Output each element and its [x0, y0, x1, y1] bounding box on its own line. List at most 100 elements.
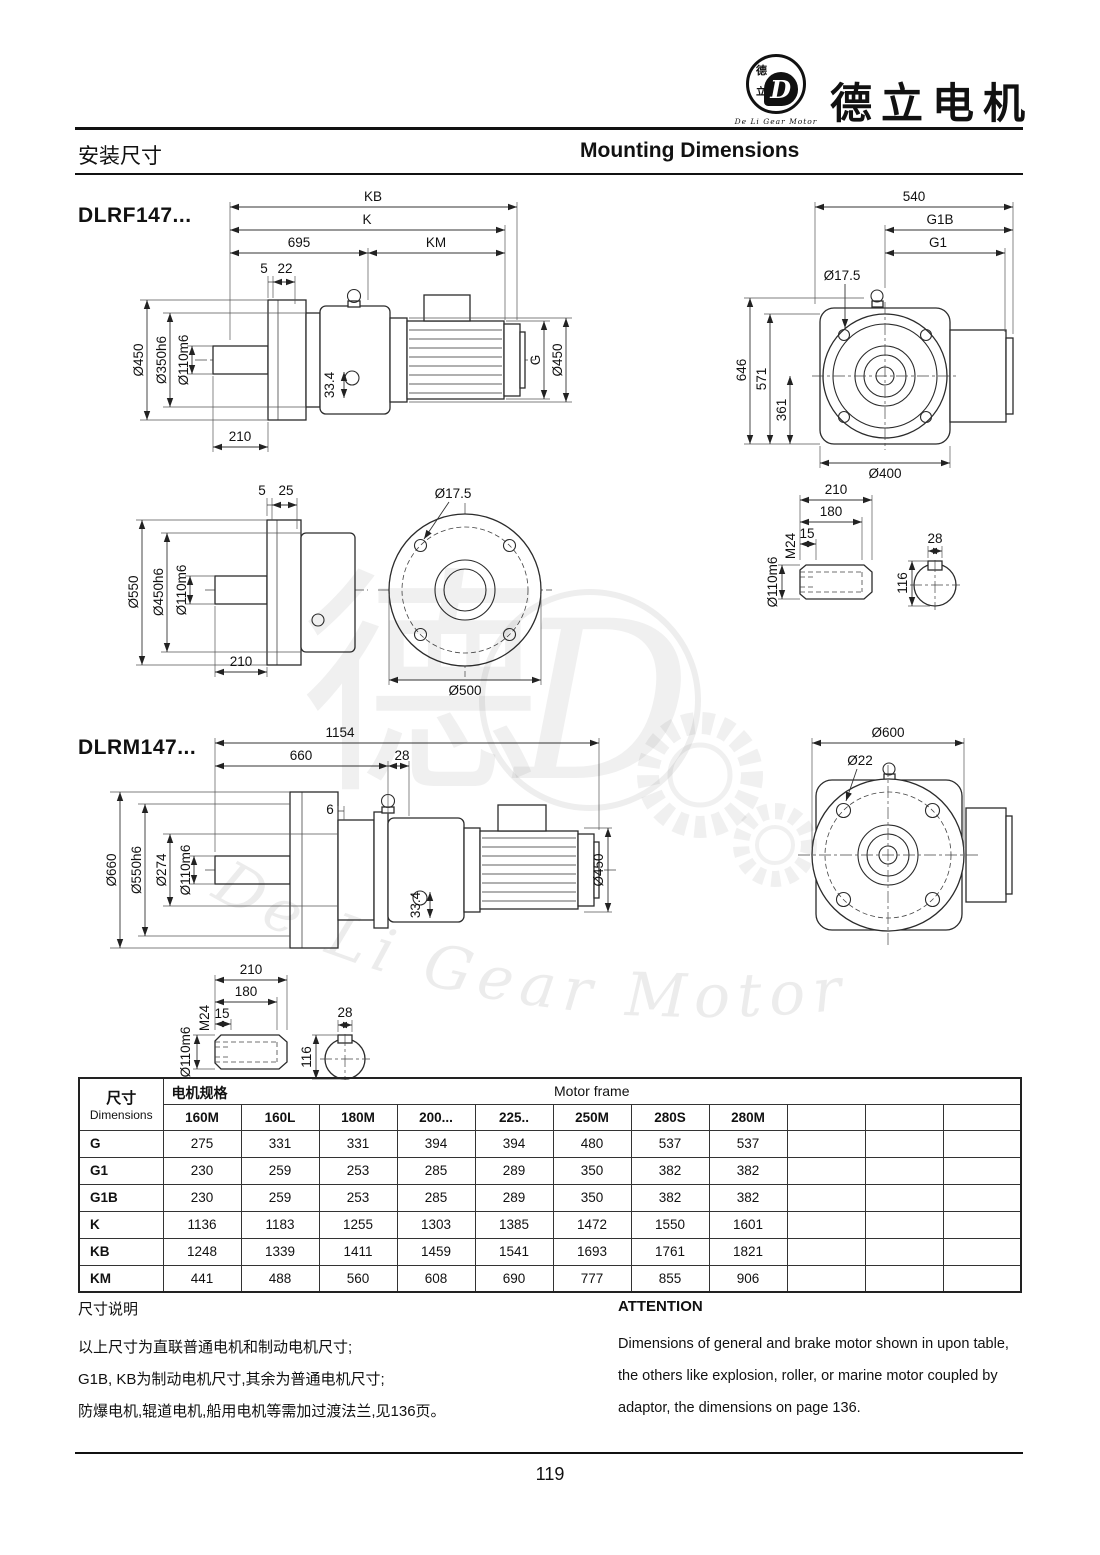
- dim-label: 22: [277, 261, 292, 276]
- dim-header-cn: 尺寸: [106, 1089, 137, 1107]
- dim-label: 33.4: [408, 891, 423, 918]
- dim-value: 285: [396, 1183, 476, 1212]
- notes-en-title: ATTENTION: [618, 1298, 703, 1315]
- dim-value: 1385: [474, 1210, 554, 1239]
- dim-value: 537: [708, 1129, 788, 1158]
- dim-value: 537: [630, 1129, 710, 1158]
- dim-label: Ø22: [847, 753, 873, 768]
- page-title-en: Mounting Dimensions: [580, 139, 800, 162]
- frame-size-col: 160M: [162, 1103, 242, 1131]
- dim-label: 540: [903, 189, 926, 204]
- brand-subtitle: De Li Gear Motor: [734, 117, 818, 126]
- dim-value: 855: [630, 1264, 710, 1293]
- dim-label: 210: [230, 654, 253, 669]
- frame-size-col: 250M: [552, 1103, 632, 1131]
- notes-cn-line: 以上尺寸为直联普通电机和制动电机尺寸;: [78, 1339, 353, 1356]
- dim-label: KB: [364, 189, 382, 204]
- dim-label: 660: [290, 748, 313, 763]
- dlrf-rear-view: 540 G1B G1 Ø17.5 646 571 361 Ø400: [734, 189, 1014, 481]
- dim-value: [942, 1210, 1022, 1239]
- logo-d-letter: D: [770, 75, 791, 104]
- dim-value: 394: [396, 1129, 476, 1158]
- notes-en: ATTENTION Dimensions of general and brak…: [618, 1298, 1028, 1424]
- dim-value: 690: [474, 1264, 554, 1293]
- dim-value: [864, 1264, 944, 1293]
- dlrf-flange-front-view: Ø17.5 Ø500: [378, 486, 552, 698]
- dim-label: 5: [258, 483, 266, 498]
- notes-en-line: Dimensions of general and brake motor sh…: [618, 1336, 1009, 1352]
- dim-label: Ø350h6: [154, 336, 169, 384]
- dim-symbol: G1B: [78, 1183, 164, 1212]
- dim-value: 350: [552, 1156, 632, 1185]
- dim-value: 1183: [240, 1210, 320, 1239]
- dim-value: 331: [240, 1129, 320, 1158]
- dlrf-side-view: KB K 695 KM 5 22 Ø450 Ø350h6 Ø11: [131, 189, 572, 452]
- frame-size-col: 280S: [630, 1103, 710, 1131]
- dim-label: Ø274: [154, 853, 169, 887]
- dim-value: 1303: [396, 1210, 476, 1239]
- dim-label: 6: [326, 802, 334, 817]
- notes-cn: 尺寸说明 以上尺寸为直联普通电机和制动电机尺寸; G1B, KB为制动电机尺寸,…: [78, 1298, 578, 1428]
- dim-label: 116: [895, 572, 910, 594]
- notes-cn-title: 尺寸说明: [78, 1301, 139, 1318]
- dim-value: 1248: [162, 1237, 242, 1266]
- dim-symbol: K: [78, 1210, 164, 1239]
- dim-value: 1255: [318, 1210, 398, 1239]
- dim-label: Ø450: [591, 853, 606, 886]
- dim-value: 259: [240, 1156, 320, 1185]
- dim-label: Ø110m6: [174, 565, 189, 616]
- frame-size-col: [786, 1103, 866, 1131]
- dim-label: 5: [260, 261, 268, 276]
- dim-value: 382: [708, 1183, 788, 1212]
- frame-size-col: 160L: [240, 1103, 320, 1131]
- dim-value: 608: [396, 1264, 476, 1293]
- dim-value: 1550: [630, 1210, 710, 1239]
- dlrm-shaft-detail: 210 180 15 M24 Ø110m6 28 116: [178, 962, 370, 1080]
- dim-value: [786, 1237, 866, 1266]
- dim-label: Ø450: [550, 343, 565, 376]
- logo-char-de: 德: [756, 65, 767, 77]
- dim-value: [942, 1156, 1022, 1185]
- frame-size-col: 280M: [708, 1103, 788, 1131]
- dim-label: Ø400: [868, 466, 901, 481]
- dim-value: [864, 1129, 944, 1158]
- dim-label: Ø110m6: [176, 335, 191, 386]
- dim-value: 1693: [552, 1237, 632, 1266]
- dim-symbol: G: [78, 1129, 164, 1158]
- frame-size-col: [864, 1103, 944, 1131]
- dim-label: G1: [929, 235, 947, 250]
- dim-label: Ø17.5: [435, 486, 472, 501]
- motor-frame-en: Motor frame: [554, 1083, 630, 1100]
- logo-swirl-shape: [764, 72, 798, 106]
- dim-value: [786, 1210, 866, 1239]
- dim-value: [942, 1183, 1022, 1212]
- dim-value: 289: [474, 1183, 554, 1212]
- dim-label: 180: [820, 504, 843, 519]
- dim-value: 1541: [474, 1237, 554, 1266]
- dim-value: [786, 1183, 866, 1212]
- dim-value: [864, 1237, 944, 1266]
- dim-symbol: KB: [78, 1237, 164, 1266]
- notes-en-line: adaptor, the dimensions on page 136.: [618, 1400, 861, 1416]
- dim-value: 777: [552, 1264, 632, 1293]
- dlrf-shaft-detail: 210 180 15 M24 Ø110m6 28 116: [765, 482, 960, 610]
- motor-frame-header: 电机规格 Motor frame: [162, 1077, 1022, 1105]
- dim-value: 259: [240, 1183, 320, 1212]
- dim-value: [786, 1264, 866, 1293]
- dim-value: 382: [708, 1156, 788, 1185]
- dim-label: Ø110m6: [765, 557, 780, 608]
- dim-label: Ø450: [131, 343, 146, 376]
- dim-value: 275: [162, 1129, 242, 1158]
- dim-label: G1B: [926, 212, 953, 227]
- model-label-dlrm: DLRM147...: [78, 736, 197, 759]
- dim-value: 1339: [240, 1237, 320, 1266]
- dim-value: [942, 1237, 1022, 1266]
- dim-header-cell: 尺寸 Dimensions: [78, 1077, 164, 1131]
- dim-label: 15: [799, 526, 814, 541]
- dlrf-flange-side-view: 5 25 Ø550 Ø450h6 Ø110m6 210: [126, 483, 368, 677]
- dim-value: 1459: [396, 1237, 476, 1266]
- dim-value: 230: [162, 1156, 242, 1185]
- dim-value: [786, 1156, 866, 1185]
